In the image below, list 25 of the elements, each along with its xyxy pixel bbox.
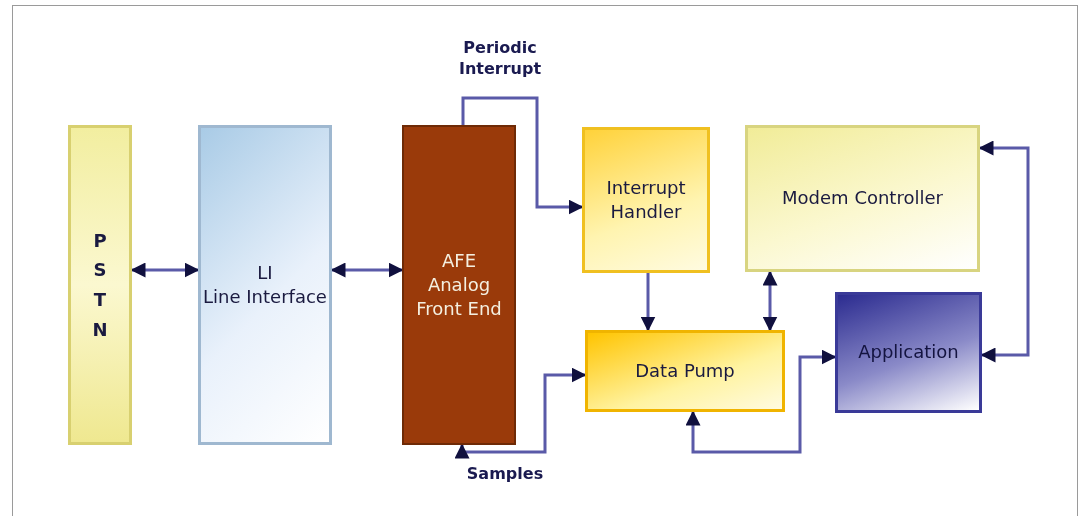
box-label: Data Pump xyxy=(635,358,735,383)
process-box xyxy=(585,330,785,412)
box-label: Line Interface xyxy=(203,285,327,309)
process-box xyxy=(402,125,516,445)
process-box xyxy=(582,127,710,273)
arrow xyxy=(330,262,404,278)
box-label: Application xyxy=(858,340,959,365)
arrow xyxy=(454,367,587,459)
box-label: AFE xyxy=(441,248,476,273)
process-box xyxy=(745,125,980,272)
box-label: Interrupt Handler xyxy=(605,175,687,224)
arrow xyxy=(762,270,778,332)
box-label: Modem Controller xyxy=(782,186,943,211)
box-label: PSTN xyxy=(91,228,109,342)
arrow xyxy=(685,349,837,454)
arrow xyxy=(461,96,584,215)
process-box xyxy=(198,125,332,445)
edge-label: Samples xyxy=(464,464,546,485)
process-box xyxy=(835,292,982,413)
box-label: LI xyxy=(257,260,273,285)
arrow xyxy=(978,140,1030,363)
arrow xyxy=(640,273,656,332)
process-box xyxy=(68,125,132,445)
box-label: Analog Front End xyxy=(415,272,503,322)
arrow xyxy=(130,262,200,278)
